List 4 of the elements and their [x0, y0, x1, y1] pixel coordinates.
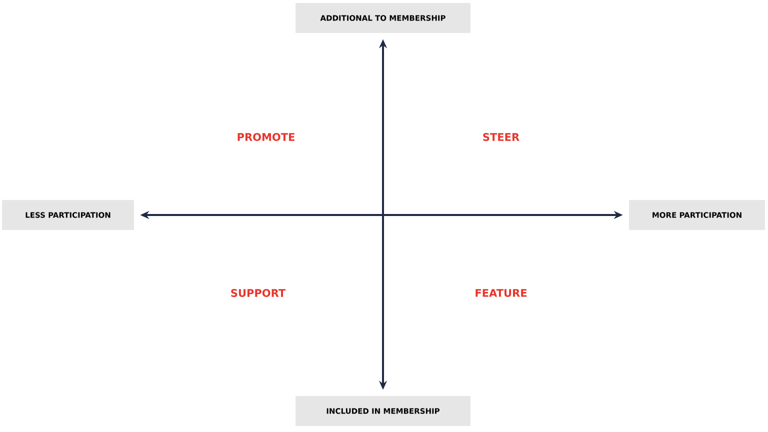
quadrant-label: FEATURE [476, 289, 527, 297]
quadrant-label: PROMOTE [238, 133, 294, 141]
quadrant-label: SUPPORT [231, 289, 286, 297]
quadrant-label: STEER [483, 133, 520, 141]
